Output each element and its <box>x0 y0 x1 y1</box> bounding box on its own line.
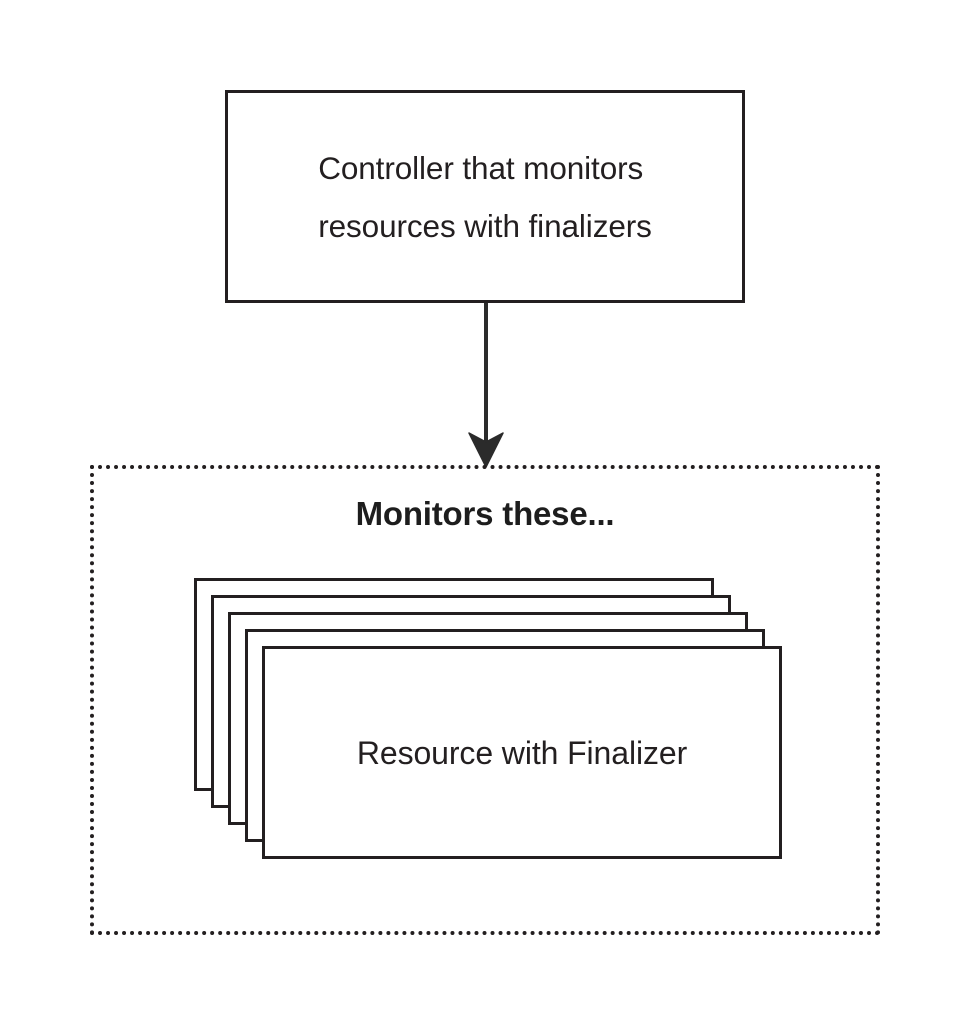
controller-box-label: Controller that monitors resources with … <box>318 149 652 244</box>
resource-card-front: Resource with Finalizer <box>262 646 782 859</box>
monitors-group-title: Monitors these... <box>355 495 615 532</box>
resource-card-stack: Resource with Finalizer <box>194 578 884 868</box>
resource-card-label: Resource with Finalizer <box>356 734 688 771</box>
monitors-group-container: Monitors these... Resource with Finalize… <box>90 465 880 935</box>
down-arrow-icon <box>468 303 504 468</box>
controller-box: Controller that monitors resources with … <box>225 90 745 303</box>
